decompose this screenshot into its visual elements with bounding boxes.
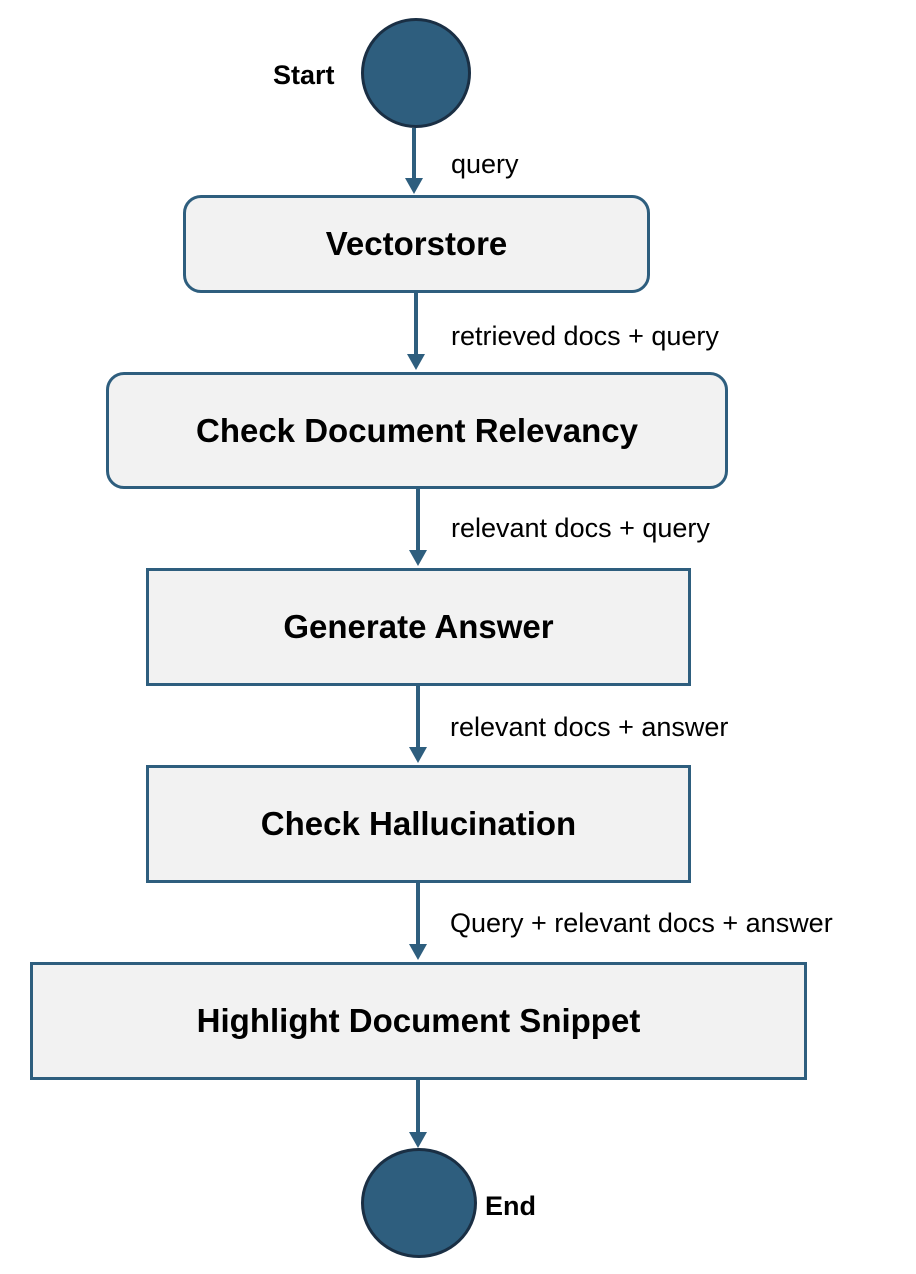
- arrow-head-icon: [405, 178, 423, 194]
- arrow-head-icon: [409, 944, 427, 960]
- edge-generate-to-hallucination: [416, 686, 420, 749]
- node-check-hallucination-label: Check Hallucination: [260, 805, 577, 842]
- edge-label-query: query: [451, 149, 519, 179]
- arrow-head-icon: [407, 354, 425, 370]
- edge-label-query-relevant-docs-answer: Query + relevant docs + answer: [450, 908, 833, 938]
- node-vectorstore-label: Vectorstore: [325, 225, 508, 262]
- edge-vectorstore-to-relevancy: [414, 293, 418, 356]
- end-label: End: [485, 1191, 536, 1221]
- node-check-document-relevancy-label: Check Document Relevancy: [195, 411, 638, 449]
- start-node: [361, 18, 471, 128]
- edge-label-retrieved-docs-query: retrieved docs + query: [451, 321, 719, 351]
- node-generate-answer-label: Generate Answer: [283, 608, 554, 645]
- node-vectorstore: Vectorstore: [183, 195, 650, 293]
- edge-hallucination-to-highlight: [416, 883, 420, 946]
- edge-label-relevant-docs-query: relevant docs + query: [451, 513, 710, 543]
- arrow-head-icon: [409, 550, 427, 566]
- arrow-head-icon: [409, 1132, 427, 1148]
- node-highlight-document-snippet-label: Highlight Document Snippet: [196, 1002, 641, 1039]
- node-highlight-document-snippet: Highlight Document Snippet: [30, 962, 807, 1080]
- end-node: [361, 1148, 477, 1258]
- start-label: Start: [273, 60, 335, 90]
- edge-relevancy-to-generate: [416, 489, 420, 552]
- edge-label-relevant-docs-answer: relevant docs + answer: [450, 712, 729, 742]
- arrow-head-icon: [409, 747, 427, 763]
- node-generate-answer: Generate Answer: [146, 568, 691, 686]
- edge-highlight-to-end: [416, 1080, 420, 1134]
- edge-start-to-vectorstore: [412, 128, 416, 180]
- node-check-hallucination: Check Hallucination: [146, 765, 691, 883]
- node-check-document-relevancy: Check Document Relevancy: [106, 372, 728, 489]
